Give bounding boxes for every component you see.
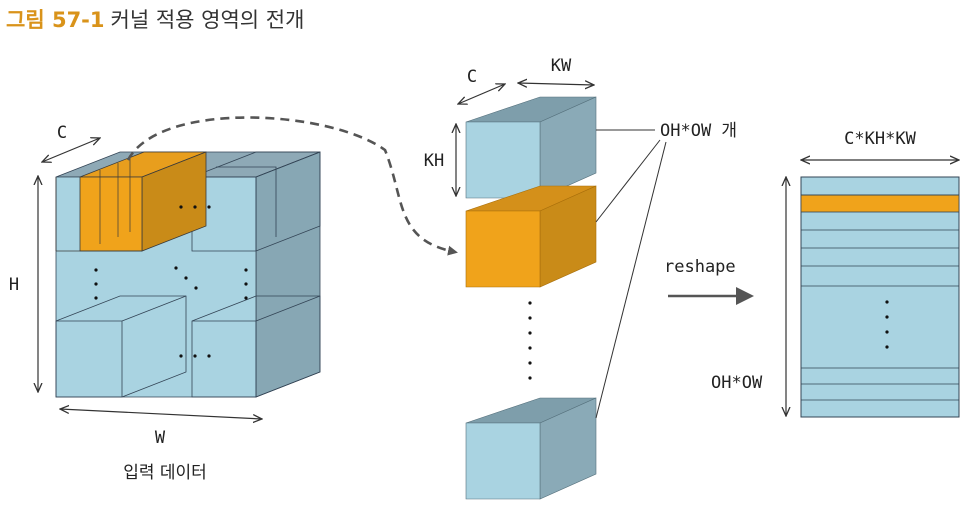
highlighted-kernel [55,151,207,252]
input-block-side-face [255,151,321,398]
input-ellipsis-dots [94,205,248,358]
matrix-highlighted-row [800,194,960,213]
input-w-dimension-arrow [60,409,262,419]
reshape-arrowhead [736,287,754,305]
input-w-label: W [155,428,166,448]
matrix-row-lines [801,194,959,401]
input-c-dimension-arrow [42,138,100,162]
kernel-window-bottom-left [55,295,187,398]
kernel-c-dimension-arrow [458,84,505,104]
matrix-height-label: OH*OW [711,373,763,393]
input-data-caption: 입력 데이터 [123,463,207,483]
kernel-column-ellipsis [528,301,532,380]
dashed-transfer-arrow [126,116,458,256]
kernel-window-top-right [191,151,321,252]
figure-title: 커널 적용 영역의 전개 [110,8,305,32]
matrix-body [800,176,960,418]
input-c-label: C [57,123,67,143]
kernel-kw-dimension-arrow [518,83,594,85]
kernel-kw-label: KW [551,56,572,76]
matrix-ellipsis [885,300,889,349]
count-bracket-lines [595,129,667,419]
kernel-block-2 [465,185,597,288]
kernel-block-1 [465,96,597,199]
kernel-block-last [465,397,597,500]
figure-number: 그림 57-1 [6,8,105,32]
matrix-width-label: C*KH*KW [844,129,916,149]
kernel-c-label: C [467,67,477,87]
kernel-kh-label: KH [424,151,444,171]
input-h-label: H [9,275,19,295]
reshape-label: reshape [664,257,736,277]
kernel-column: C KW KH OH*OW 개 [424,56,737,500]
kernel-window-bottom-right [191,295,321,398]
input-data-block: C H W 입력 데이터 [9,123,321,483]
kernel-count-label: OH*OW 개 [660,121,737,141]
result-matrix: C*KH*KW OH*OW [711,129,960,418]
